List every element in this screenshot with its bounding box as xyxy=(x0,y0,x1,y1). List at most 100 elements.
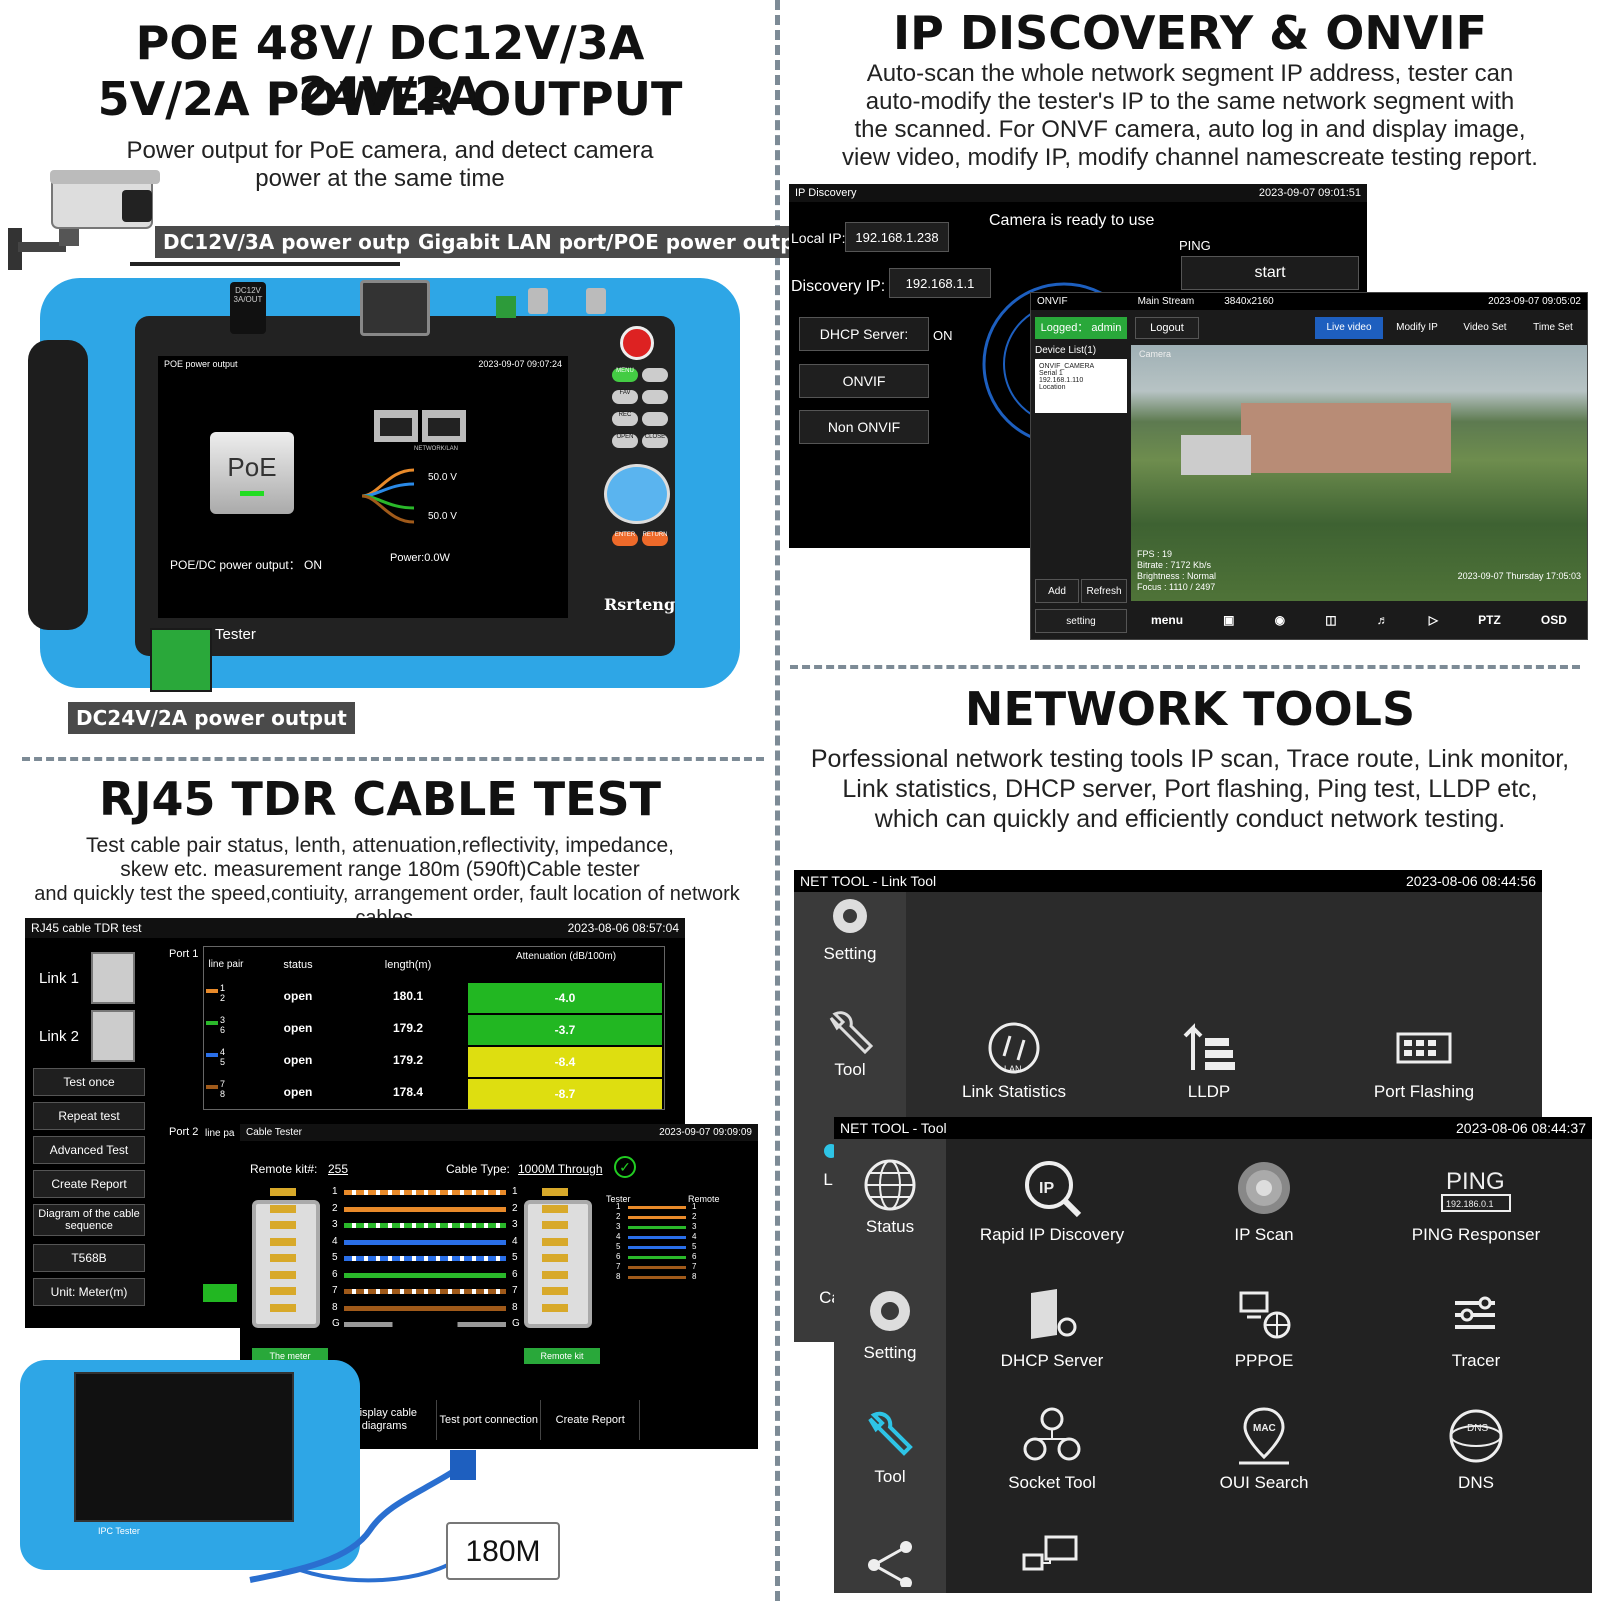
mini-right-num-6: 7 xyxy=(692,1262,697,1271)
mini-wire-7 xyxy=(628,1276,686,1279)
net-sub-3: which can quickly and efficiently conduc… xyxy=(874,805,1506,833)
start-button[interactable]: start xyxy=(1181,256,1359,290)
key-fav[interactable]: FAV xyxy=(612,390,638,404)
device-list-label: Device List(1) xyxy=(1035,345,1097,356)
key-open[interactable]: OPEN xyxy=(612,434,638,448)
key-enter[interactable]: ENTER xyxy=(612,532,638,546)
poe-device-strap xyxy=(28,340,88,630)
cable-button-2[interactable]: Display cable diagrams xyxy=(333,1400,438,1440)
device-list-item[interactable]: ONVIF_CAMERA Serial 1 192.168.1.110 Loca… xyxy=(1035,359,1127,413)
key-rec[interactable]: REC xyxy=(612,412,638,426)
power-button[interactable] xyxy=(620,326,654,360)
ipd-sub-3: the scanned. For ONVF camera, auto log i… xyxy=(854,116,1526,143)
record-icon[interactable]: ◫ xyxy=(1325,613,1337,627)
key-2[interactable] xyxy=(642,368,668,382)
remote-pin-5 xyxy=(542,1270,568,1279)
rj45-port-1 xyxy=(91,952,135,1004)
tile-dhcp-server[interactable]: DHCP Server xyxy=(952,1283,1152,1371)
side-setting[interactable]: Setting xyxy=(844,1283,936,1363)
image-icon[interactable]: ▣ xyxy=(1223,613,1235,627)
tile-socket-tool[interactable]: Socket Tool xyxy=(952,1405,1152,1493)
tile-ip-scan[interactable]: IP Scan xyxy=(1164,1157,1364,1245)
tab-live-video[interactable]: Live video xyxy=(1315,317,1383,339)
live-video-image: Camera FPS : 19 Bitrate : 7172 Kb/s Brig… xyxy=(1131,345,1587,601)
net-sub-1: Porfessional network testing tools IP sc… xyxy=(810,745,1570,773)
toolbar-ptz[interactable]: PTZ xyxy=(1478,613,1501,627)
local-ip-field[interactable]: 192.168.1.238 xyxy=(845,222,949,252)
tdr-button-6[interactable]: Unit: Meter(m) xyxy=(33,1278,145,1306)
discovery-ip-field[interactable]: 192.168.1.1 xyxy=(889,268,991,298)
tdr-button-4[interactable]: Diagram of the cable sequence xyxy=(33,1204,145,1236)
remote-pin-6 xyxy=(542,1287,568,1295)
video-cam-label: Camera xyxy=(1139,349,1172,359)
add-button[interactable]: Add xyxy=(1035,579,1079,603)
gear-icon xyxy=(870,1291,910,1331)
tdr-button-3[interactable]: Create Report xyxy=(33,1170,145,1198)
key-menu[interactable]: MENU xyxy=(612,368,638,382)
poe-output-status: POE/DC power output： ON xyxy=(170,558,323,572)
key-return[interactable]: RETURN xyxy=(642,532,668,546)
toolbar-osd[interactable]: OSD xyxy=(1540,613,1567,627)
tdr-button-1[interactable]: Repeat test xyxy=(33,1102,145,1130)
link-side-tool[interactable]: Tool xyxy=(804,1006,896,1080)
tile-pppoe[interactable]: PPPOE xyxy=(1164,1283,1364,1371)
tester-col-label: Tester xyxy=(606,1194,631,1204)
audio-icon[interactable]: ♬ xyxy=(1376,613,1389,627)
tab-time-set[interactable]: Time Set xyxy=(1533,322,1573,333)
gear-icon xyxy=(833,899,867,933)
tdr-button-0[interactable]: Test once xyxy=(33,1068,145,1096)
logout-button[interactable]: Logout xyxy=(1135,317,1199,339)
tile-rapid-ip-discovery[interactable]: IP Rapid IP Discovery xyxy=(952,1157,1152,1245)
row-length-0: 180.1 xyxy=(392,989,424,1003)
left-num-4: 5 xyxy=(332,1252,338,1263)
onvif-button[interactable]: ONVIF xyxy=(799,364,929,398)
tile-link-statistics[interactable]: LAN Link Statistics xyxy=(924,1020,1104,1102)
tab-video-set[interactable]: Video Set xyxy=(1463,322,1507,333)
toolbar-menu[interactable]: menu xyxy=(1151,613,1184,627)
setting-button[interactable]: setting xyxy=(1035,609,1127,633)
tile-dns[interactable]: DNS DNS xyxy=(1376,1405,1576,1493)
cable-button-4[interactable]: Create Report xyxy=(541,1400,640,1440)
link1-label: Link 1 xyxy=(39,970,80,987)
link-side-setting[interactable]: Setting xyxy=(804,894,896,964)
pair-a-2: 4 xyxy=(220,1047,226,1057)
link-side-li[interactable]: Li xyxy=(823,1170,837,1189)
tile-lldp[interactable]: LLDP xyxy=(1134,1020,1284,1102)
tile-ip-scan-label: IP Scan xyxy=(1234,1225,1294,1244)
tile-tracer[interactable]: Tracer xyxy=(1376,1283,1576,1371)
key-4[interactable] xyxy=(642,390,668,404)
refresh-button[interactable]: Refresh xyxy=(1081,579,1127,603)
tab-modify-ip[interactable]: Modify IP xyxy=(1396,322,1438,333)
poe-camera-icon xyxy=(8,170,160,270)
tdr-button-5[interactable]: T568B xyxy=(33,1244,145,1272)
wire-1 xyxy=(344,1206,506,1212)
right-num-6: 7 xyxy=(512,1285,518,1296)
side-tool[interactable]: Tool xyxy=(844,1407,936,1487)
mini-right-num-7: 8 xyxy=(692,1272,697,1281)
tile-port-flashing[interactable]: Port Flashing xyxy=(1324,1020,1524,1102)
camera-icon[interactable]: ◉ xyxy=(1274,613,1286,627)
onvif-toolbar: menu ▣ ◉ ◫ ♬ ▷ PTZ OSD xyxy=(1131,605,1587,635)
pair-a-0: 1 xyxy=(220,983,226,993)
dpad[interactable] xyxy=(604,464,670,524)
ip-text: IP xyxy=(1039,1180,1054,1197)
tdr-button-2[interactable]: Advanced Test xyxy=(33,1136,145,1164)
ping-text: PING xyxy=(1446,1168,1505,1195)
link-tool-title: NET TOOL - Link Tool xyxy=(800,873,937,889)
ipd-sub-1: Auto-scan the whole network segment IP a… xyxy=(866,60,1514,87)
meter-pin-4 xyxy=(270,1254,296,1262)
remote-kit-value: 255 xyxy=(328,1162,349,1176)
ipd-title: IP DISCOVERY & ONVIF xyxy=(892,6,1488,60)
play-icon[interactable]: ▷ xyxy=(1428,613,1439,627)
non-onvif-button[interactable]: Non ONVIF xyxy=(799,410,929,444)
side-status[interactable]: Status xyxy=(844,1157,936,1237)
device-line-1: Serial 1 xyxy=(1039,370,1063,377)
tile-oui-search[interactable]: MAC OUI Search xyxy=(1164,1405,1364,1493)
cable-button-3[interactable]: Test port connection xyxy=(437,1400,542,1440)
key-6[interactable] xyxy=(642,412,668,426)
key-close[interactable]: CLOSE xyxy=(642,434,668,448)
right-num-0: 1 xyxy=(512,1186,518,1197)
bnc-port-2 xyxy=(586,288,606,314)
